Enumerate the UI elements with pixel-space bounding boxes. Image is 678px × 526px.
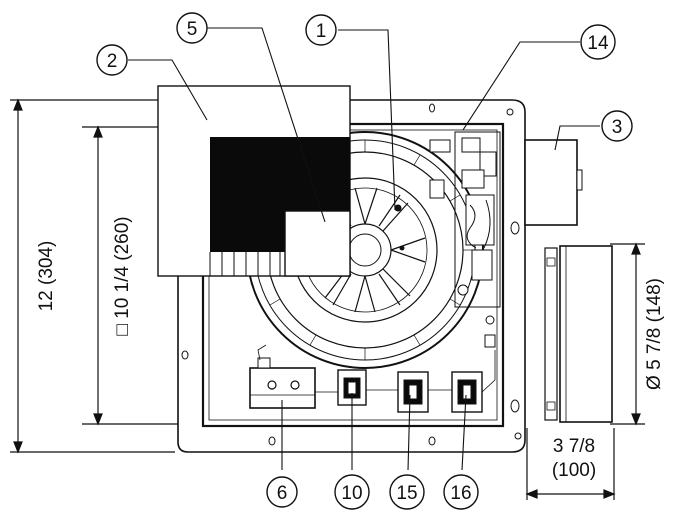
- connector-16: [451, 371, 483, 413]
- callout-leaders: [128, 27, 600, 471]
- callout-10: 10: [334, 474, 370, 510]
- callout-2-label: 2: [107, 51, 118, 72]
- duct-opening-label: □ 10 1/4 (260): [112, 216, 133, 335]
- callout-2: 2: [96, 44, 128, 76]
- bottom-wiring: [257, 344, 496, 393]
- callout-14: 14: [580, 24, 616, 60]
- callout-15: 15: [389, 474, 425, 510]
- outlet-damper: [524, 139, 583, 226]
- callout-16: 16: [443, 474, 479, 510]
- overall-height-dimension: [10, 98, 175, 454]
- callout-5: 5: [176, 12, 208, 44]
- callout-1: 1: [305, 14, 337, 46]
- callout-6-label: 6: [277, 483, 288, 504]
- grille-panel: [157, 85, 351, 277]
- callout-1-label: 1: [316, 21, 327, 42]
- duct-collar: [544, 245, 613, 423]
- collar-depth-mm: (100): [552, 460, 596, 481]
- callout-10-label: 10: [341, 483, 362, 504]
- callout-6: 6: [266, 476, 298, 508]
- callout-3: 3: [601, 110, 633, 142]
- callout-15-label: 15: [396, 483, 417, 504]
- overall-height-label: 12 (304): [36, 241, 57, 312]
- collar-depth-dimension: [525, 428, 616, 500]
- callout-3-label: 3: [612, 117, 623, 138]
- label-sticker: [284, 210, 351, 277]
- collar-diameter-dimension: [610, 242, 645, 426]
- collar-depth-inch: 3 7/8: [553, 436, 595, 457]
- flange-holes: [181, 103, 522, 446]
- collar-diameter-label: Ø 5 7/8 (148): [644, 278, 665, 390]
- motor-wiring: [429, 131, 501, 348]
- connector-15: [397, 371, 429, 413]
- callout-5-label: 5: [187, 19, 198, 40]
- callout-14-label: 14: [587, 33, 609, 54]
- callout-16-label: 16: [450, 483, 471, 504]
